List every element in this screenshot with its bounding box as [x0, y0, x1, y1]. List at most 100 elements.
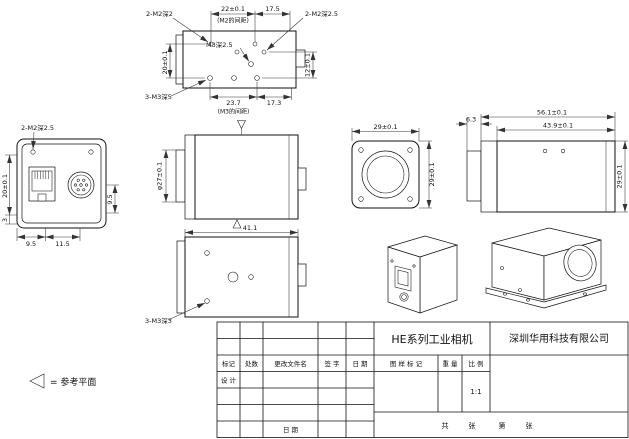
front-plate	[184, 134, 196, 220]
sheet-unit2-label: 张	[526, 421, 533, 430]
m25-holes-label: 2-M2深2.5	[305, 9, 338, 18]
design-label: 设 计	[221, 376, 237, 385]
m2-hole	[88, 149, 94, 155]
col-sign-label: 签 字	[324, 359, 340, 368]
dim-95-label: 9.5	[26, 240, 36, 248]
connector-bump	[297, 167, 307, 191]
dim-22-label: 22±0.1	[221, 5, 245, 13]
dim-175-label: 17.5	[265, 5, 279, 13]
right-side-view: 6.3 56.1±0.1 43.9±0.1 29±0.1	[456, 109, 628, 213]
sheet-total-label: 共	[442, 421, 449, 430]
iso-ethernet-inner	[397, 269, 409, 287]
weight-header: 重 量	[442, 360, 458, 368]
dim-phi27-label: φ27±0.1	[156, 162, 164, 190]
iso-led	[412, 264, 416, 268]
body-outline	[194, 134, 299, 220]
table-center-lines	[374, 322, 628, 413]
dim-95r-label: 9.5	[106, 194, 114, 204]
body-outline	[184, 236, 299, 318]
face-view: 29±0.1 29±0.1	[351, 123, 436, 209]
iso-power-connector-inner	[401, 294, 407, 300]
m3-hole	[231, 75, 237, 81]
power-connector	[67, 171, 95, 199]
m2-hole	[30, 149, 36, 155]
reference-plane-icon	[237, 120, 246, 130]
iso-lens-inner	[567, 249, 593, 277]
bottom-view: 41.1 3-M3深3	[145, 224, 307, 325]
leader-line	[266, 17, 304, 51]
side-view: φ27±0.1	[156, 120, 307, 229]
col-count-label: 处数	[245, 359, 259, 368]
m3-spacing-note: (M3的间距)	[218, 108, 250, 116]
m3-hole	[204, 298, 210, 304]
corner-hole	[407, 196, 413, 202]
dim-237-label: 23.7	[226, 99, 240, 107]
leader-line	[31, 131, 36, 150]
dim-20-label: 20±0.1	[1, 174, 9, 198]
front-m2-label: 2-M2深2.5	[21, 123, 54, 132]
leader-line	[167, 302, 206, 321]
dim-29-label: 29±0.1	[616, 164, 624, 188]
title-block: HE系列工业相机 深圳华用科技有限公司 标记 处数 更改文件名 签 字 日 期 …	[216, 321, 629, 438]
iso-led	[390, 259, 394, 263]
dim-561-label: 56.1±0.1	[537, 109, 567, 117]
ethernet-port	[28, 166, 56, 202]
m3-hole	[248, 274, 254, 280]
m3-holes-label: 3-M3深5	[145, 92, 172, 101]
date-label: 日 期	[283, 426, 299, 434]
col-file-label: 更改文件名	[274, 359, 307, 368]
front-plate	[480, 140, 498, 213]
extension-lines	[262, 51, 317, 79]
side-screw-hole	[560, 148, 566, 154]
lens-ring	[466, 150, 482, 202]
back-plate-outline	[21, 143, 102, 224]
dim-63-label: 6.3	[466, 116, 476, 124]
leader-line	[170, 79, 207, 97]
tripod-hole	[227, 271, 239, 283]
m3-hole	[204, 250, 210, 256]
dim-3-label: 3	[1, 218, 9, 222]
table-columns	[239, 322, 375, 438]
lens-flange	[175, 34, 184, 85]
lens-ring	[175, 149, 186, 203]
m3-holes-label: 3-M3深3	[145, 316, 172, 325]
title-block-border	[216, 321, 629, 438]
dim-411-label: 41.1	[243, 224, 257, 232]
dim-173-label: 17.3	[267, 99, 281, 107]
m2-hole	[252, 41, 258, 47]
company-name: 深圳华用科技有限公司	[509, 332, 609, 345]
iso-plate-hole	[503, 292, 507, 296]
m25-hole	[261, 49, 267, 55]
m3-center-hole	[248, 61, 254, 67]
corner-hole	[358, 147, 364, 153]
m2-holes-label: 2-M2深2	[146, 9, 173, 18]
iso-plate-hole	[583, 292, 587, 296]
reference-plane-icon	[232, 219, 242, 229]
dim-115-label: 11.5	[55, 240, 69, 248]
iso-mounting-plate	[485, 284, 607, 309]
leader-line	[239, 47, 250, 62]
dim-439-label: 43.9±0.1	[543, 122, 573, 130]
iso-view-back	[386, 235, 459, 314]
mark-header: 图 样 标 记	[390, 359, 423, 368]
lens-flange	[176, 240, 186, 314]
connector-bump	[297, 263, 307, 287]
body-outline	[496, 140, 616, 213]
connector-bump	[295, 49, 306, 68]
m3-hole	[254, 75, 260, 81]
legend-text: = 参考平面	[50, 376, 96, 388]
reference-plane-icon	[29, 373, 45, 389]
m2-spacing-note: (M2的间距)	[217, 17, 249, 25]
iso-plate-hole	[526, 298, 530, 302]
side-screw-hole	[542, 148, 548, 154]
corner-hole	[358, 196, 364, 202]
corner-hole	[407, 147, 413, 153]
sheet-unit-label: 张	[469, 421, 476, 430]
dim-12-label: 12±0.1	[304, 53, 312, 77]
m3-center-label: M3深2.5	[206, 40, 233, 49]
scale-header: 比 例	[468, 359, 483, 368]
col-date-label: 日 期	[352, 360, 368, 368]
top-view: 22±0.1 (M2的间距) 17.5 2-M2深2 2-M2深2.5 M3深2…	[145, 5, 338, 116]
product-name: HE系列工业相机	[391, 332, 472, 346]
